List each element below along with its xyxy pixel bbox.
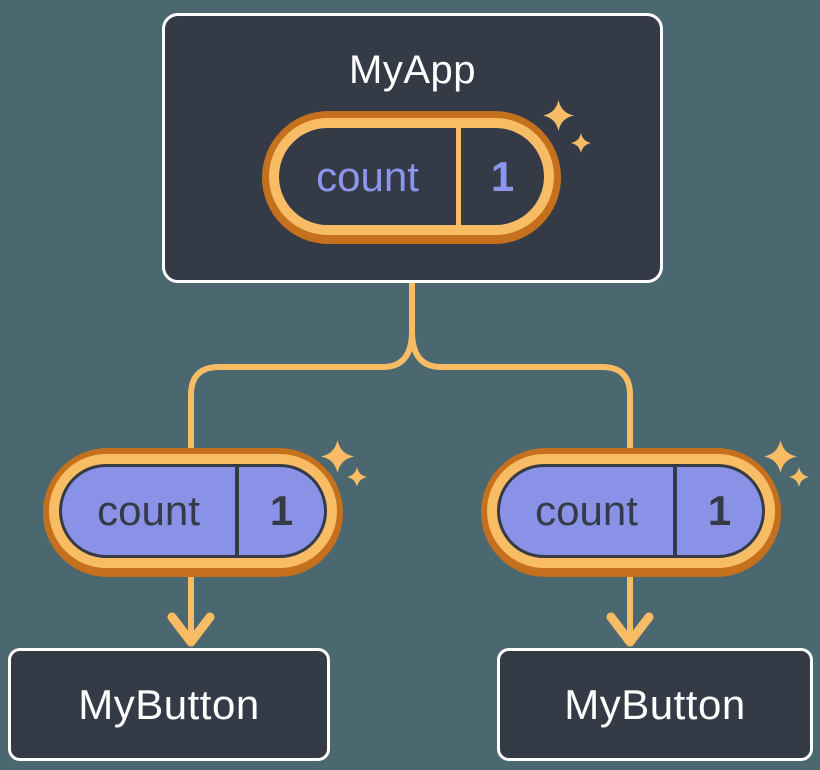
pill-divider — [673, 467, 677, 555]
pill-divider — [456, 128, 461, 225]
component-box-mybutton-right: MyButton — [497, 648, 813, 761]
state-pill-myapp: count 1 — [262, 111, 561, 244]
state-value: 1 — [490, 152, 515, 200]
sparkle-icon — [347, 467, 367, 487]
prop-value: 1 — [269, 487, 294, 534]
connector-branch-right — [409, 328, 633, 643]
prop-pill-right: count 1 — [481, 448, 781, 577]
component-title: MyButton — [564, 680, 746, 728]
sparkle-icon — [321, 440, 354, 473]
sparkle-icon — [543, 100, 574, 131]
component-title: MyButton — [78, 680, 260, 728]
prop-name: count — [535, 487, 638, 534]
sparkle-icon — [789, 467, 809, 487]
connector-branch-left — [188, 328, 415, 643]
sparkle-icon — [764, 440, 797, 473]
pill-divider — [235, 467, 239, 555]
prop-value: 1 — [707, 487, 732, 534]
prop-pill-left: count 1 — [43, 448, 343, 577]
arrow-down-icon-left — [167, 612, 215, 647]
component-box-mybutton-left: MyButton — [8, 648, 330, 761]
sparkle-icon — [571, 133, 591, 153]
arrow-down-icon-right — [606, 612, 654, 647]
prop-name: count — [97, 487, 200, 534]
component-title: MyApp — [349, 48, 476, 92]
state-name: count — [316, 152, 419, 200]
